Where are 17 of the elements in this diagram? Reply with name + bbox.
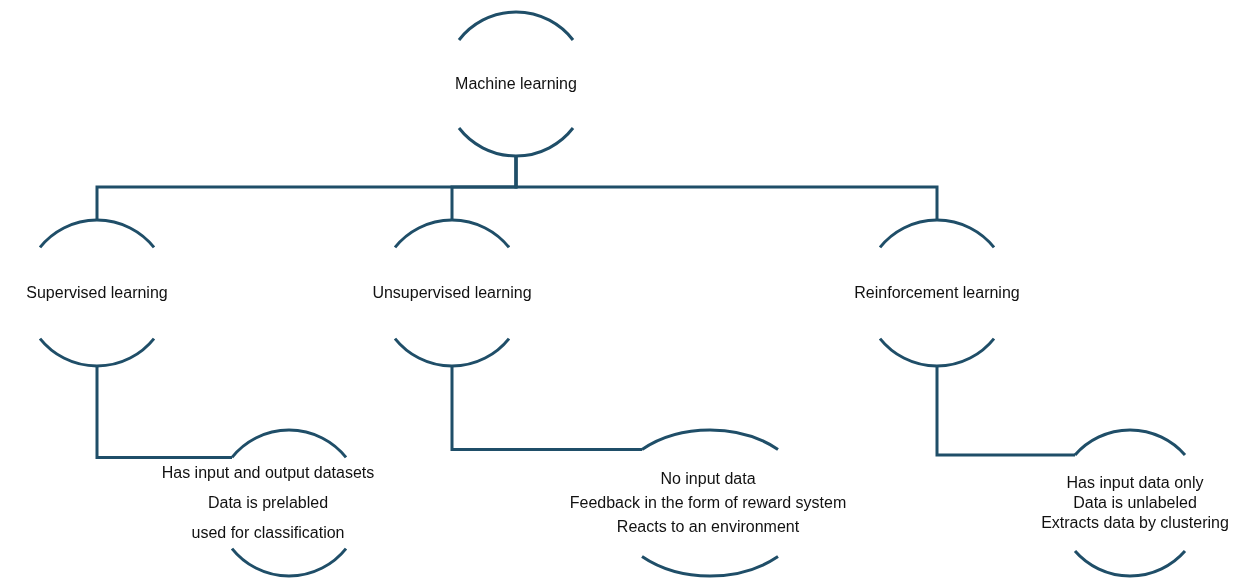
- node-text: Feedback in the form of reward system: [569, 494, 847, 512]
- connector-line: [514, 156, 939, 220]
- connector-line: [95, 366, 232, 459]
- node-text: Extracts data by clustering: [1041, 514, 1229, 532]
- node-text: Data is unlabeled: [1073, 494, 1197, 512]
- node-text: used for classification: [191, 524, 345, 542]
- node-text: Supervised learning: [26, 284, 168, 302]
- connector-line: [450, 366, 642, 451]
- node-text: Unsupervised learning: [372, 284, 532, 302]
- node-text: Data is prelabled: [207, 494, 329, 512]
- connector-line: [935, 366, 1075, 457]
- node-text: Machine learning: [455, 75, 577, 93]
- node-text: Reacts to an environment: [616, 518, 800, 536]
- node-text: Has input and output datasets: [161, 464, 375, 482]
- node-text: Reinforcement learning: [854, 284, 1020, 302]
- node-text: Has input data only: [1066, 474, 1204, 492]
- node-text: No input data: [660, 470, 756, 488]
